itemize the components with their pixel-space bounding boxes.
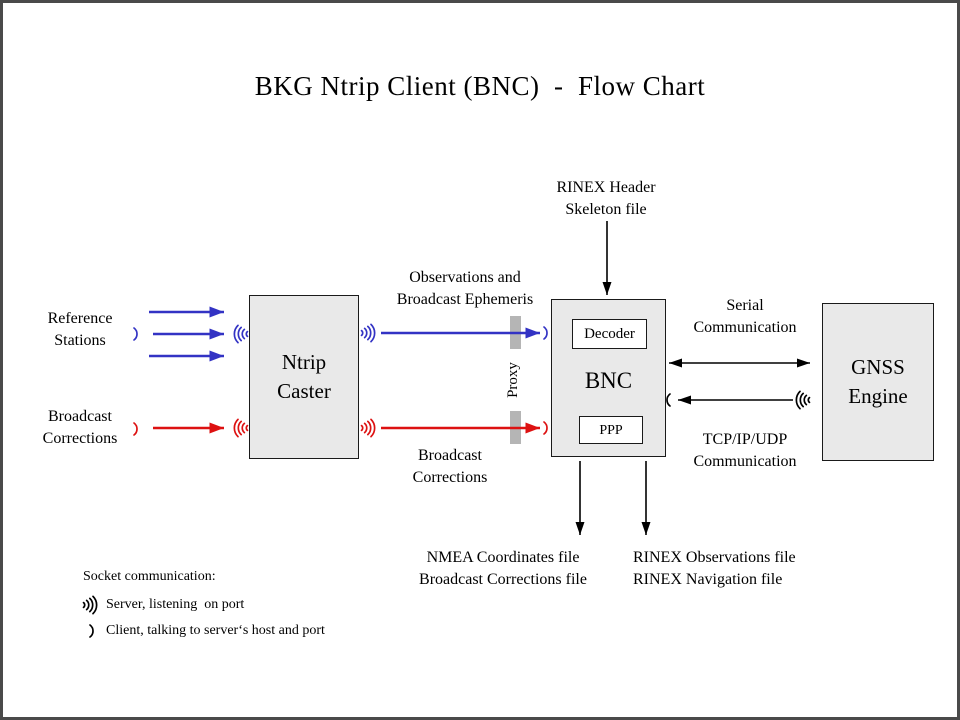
label-serial-communication: Serial Communication (693, 297, 797, 336)
legend-client-text: Client, talking to server‘s host and por… (106, 623, 325, 638)
client-socket-icon-bnc-blue (543, 326, 548, 340)
node-ppp: PPP (579, 416, 643, 444)
label-rinex-output-files: RINEX Observations file RINEX Navigation… (633, 549, 796, 588)
node-bnc: Decoder BNC PPP (551, 299, 666, 457)
ntrip-caster-label: Ntrip Caster (277, 350, 331, 403)
bnc-label: BNC (584, 368, 633, 393)
legend-heading: Socket communication: (83, 569, 216, 584)
diagram-title: BKG Ntrip Client (BNC) - Flow Chart (254, 71, 706, 101)
proxy-bar-top (510, 316, 521, 349)
server-socket-icon-caster-left-blue (233, 324, 249, 344)
server-socket-icon-gnss (795, 390, 811, 410)
label-reference-stations: Reference Stations (47, 310, 113, 349)
label-proxy: Proxy (505, 362, 521, 398)
label-broadcast-corrections-mid: Broadcast Corrections (412, 447, 488, 486)
node-decoder: Decoder (572, 319, 647, 349)
label-rinex-header-skeleton: RINEX Header Skeleton file (556, 179, 656, 218)
label-nmea-output-files: NMEA Coordinates file Broadcast Correcti… (419, 549, 587, 588)
server-socket-icon-caster-left-red (233, 418, 249, 438)
client-socket-icon-bnc-tcpip (666, 393, 671, 407)
legend-server-text: Server, listening on port (106, 597, 245, 612)
legend-client-icon (89, 624, 94, 638)
gnss-engine-label: GNSS Engine (848, 355, 908, 408)
label-observations-ephemeris: Observations and Broadcast Ephemeris (396, 269, 534, 308)
server-socket-icon-caster-right-red (360, 418, 376, 438)
client-socket-icon-bnc-red (543, 421, 548, 435)
server-socket-icon-caster-right-blue (360, 323, 376, 343)
label-broadcast-corrections-left: Broadcast Corrections (42, 408, 118, 447)
proxy-bar-bottom (510, 411, 521, 444)
node-ntrip-caster: Ntrip Caster (249, 295, 359, 459)
legend-server-icon (82, 595, 98, 615)
label-tcpip-communication: TCP/IP/UDP Communication (693, 431, 797, 470)
node-gnss-engine: GNSS Engine (822, 303, 934, 461)
